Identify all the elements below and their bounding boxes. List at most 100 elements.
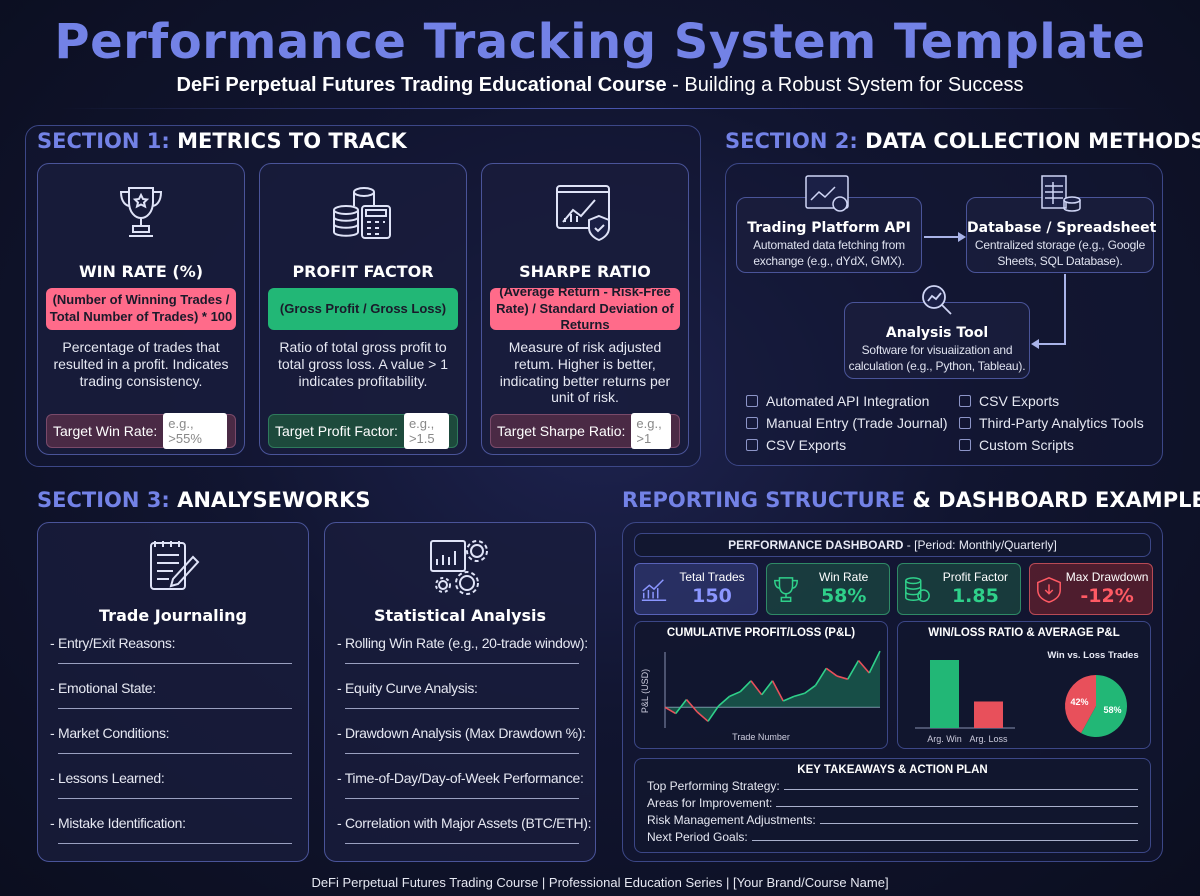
chart-icon — [641, 579, 667, 602]
bar-label: Arg. Loss — [969, 734, 1008, 744]
checklist-item[interactable]: CSV Exports — [746, 437, 846, 453]
field-label: - Equity Curve Analysis: — [337, 680, 478, 696]
flow-arrows — [805, 175, 1081, 349]
fill-line[interactable] — [345, 843, 579, 844]
fill-line[interactable] — [345, 708, 579, 709]
checklist-label: Automated API Integration — [766, 393, 930, 409]
field-label: - Entry/Exit Reasons: — [50, 635, 176, 651]
pie-slice-0 — [1081, 675, 1127, 737]
checkbox-icon[interactable] — [959, 439, 971, 451]
trophy-icon — [116, 182, 166, 247]
fill-line[interactable] — [776, 806, 1138, 807]
takeaway-label: Areas for Improvement: — [647, 796, 773, 810]
target-field: Target Profit Factor: e.g., >1.5 — [268, 413, 458, 449]
pnl-segment — [782, 695, 795, 702]
section1-heading: SECTION 1: METRICS TO TRACK — [37, 129, 407, 153]
checklist-item[interactable]: Manual Entry (Trade Journal) — [746, 415, 948, 431]
fill-line[interactable] — [58, 663, 292, 664]
shield-icon — [1037, 577, 1062, 603]
analysis-card-0: Trade Journaling- Entry/Exit Reasons:- E… — [37, 522, 309, 862]
journal-field[interactable]: - Emotional State: — [50, 680, 298, 709]
section2-heading: SECTION 2: DATA COLLECTION METHODS — [725, 129, 1200, 153]
field-label: - Drawdown Analysis (Max Drawdown %): — [337, 725, 586, 741]
pie-title: Win vs. Loss Trades — [1047, 650, 1139, 661]
pie-slice-1 — [1065, 675, 1096, 734]
target-input[interactable]: e.g., >1 — [631, 413, 671, 449]
pnl-segment — [814, 667, 827, 686]
checkbox-icon[interactable] — [746, 395, 758, 407]
checklist-item[interactable]: Automated API Integration — [746, 393, 929, 409]
pnl-segment — [685, 698, 698, 713]
metric-description: Measure of risk adjusted retum. Higher i… — [499, 339, 671, 406]
pnl-segment — [857, 659, 870, 674]
takeaway-field[interactable]: Risk Management Adjustments: — [647, 813, 1138, 827]
fill-line[interactable] — [819, 823, 1138, 824]
pnl-x-label: Trade Number — [732, 732, 790, 742]
takeaways-title: KEY TAKEAWAYS & ACTION PLAN — [797, 764, 988, 776]
trophy-icon — [773, 577, 798, 602]
fill-line[interactable] — [783, 789, 1138, 790]
field-label: - Emotional State: — [50, 680, 156, 696]
analysis-card-1: Statistical Analysis- Rolling Win Rate (… — [324, 522, 596, 862]
checklist-label: Custom Scripts — [979, 437, 1074, 453]
reporting-box: PERFORMANCE DASHBOARD - [Period: Monthly… — [622, 522, 1163, 862]
pnl-segment — [729, 690, 741, 698]
pnl-segment — [750, 680, 763, 696]
journal-field[interactable]: - Market Conditions: — [50, 725, 298, 754]
checkbox-icon[interactable] — [959, 417, 971, 429]
target-input[interactable]: e.g., >1.5 — [403, 413, 449, 449]
journal-field[interactable]: - Time-of-Day/Day-of-Week Performance: — [337, 770, 585, 799]
bar-1 — [974, 701, 1003, 728]
pnl-segment — [664, 706, 677, 715]
fill-line[interactable] — [345, 798, 579, 799]
target-label: Target Sharpe Ratio: — [497, 423, 626, 439]
fill-line[interactable] — [58, 708, 292, 709]
checklist-item[interactable]: Third-Party Analytics Tools — [959, 415, 1144, 431]
takeaway-label: Risk Management Adjustments: — [647, 813, 816, 827]
checkbox-icon[interactable] — [959, 395, 971, 407]
metric-title: SHARPE RATIO — [519, 262, 651, 281]
checklist-item[interactable]: Custom Scripts — [959, 437, 1074, 453]
metric-formula: (Number of Winning Trades / Total Number… — [46, 288, 236, 330]
fill-line[interactable] — [58, 753, 292, 754]
journal-field[interactable]: - Entry/Exit Reasons: — [50, 635, 298, 664]
fill-line[interactable] — [58, 798, 292, 799]
takeaway-field[interactable]: Areas for Improvement: — [647, 796, 1138, 810]
target-input[interactable]: e.g., >55% — [163, 413, 227, 449]
metric-card-0: WIN RATE (%) (Number of Winning Trades /… — [37, 163, 245, 455]
checklist-item[interactable]: CSV Exports — [959, 393, 1059, 409]
dashboard-header: PERFORMANCE DASHBOARD - [Period: Monthly… — [634, 533, 1151, 557]
pnl-chart-panel: CUMULATIVE PROFIT/LOSS (P&L) P&L (USD) T… — [634, 621, 888, 749]
chart-shield-icon — [553, 182, 617, 247]
footer: DeFi Perpetual Futures Trading Course | … — [311, 875, 889, 890]
fill-line[interactable] — [751, 840, 1138, 841]
journal-field[interactable]: - Rolling Win Rate (e.g., 20-trade windo… — [337, 635, 588, 664]
journal-pen-icon — [143, 537, 203, 602]
checkbox-icon[interactable] — [746, 439, 758, 451]
pie-label: 58% — [1104, 705, 1122, 715]
pnl-segment — [793, 692, 805, 698]
journal-field[interactable]: - Correlation with Major Assets (BTC/ETH… — [337, 815, 592, 844]
journal-field[interactable]: - Mistake Identification: — [50, 815, 298, 844]
pnl-segment — [868, 650, 881, 674]
kpi-label: Max Drawdown — [1065, 570, 1149, 584]
journal-field[interactable]: - Drawdown Analysis (Max Drawdown %): — [337, 725, 586, 754]
takeaway-field[interactable]: Next Period Goals: — [647, 830, 1138, 844]
bar-0 — [930, 660, 959, 728]
field-label: - Time-of-Day/Day-of-Week Performance: — [337, 770, 584, 786]
fill-line[interactable] — [58, 843, 292, 844]
page-title: Performance Tracking System Template — [54, 14, 1146, 70]
checkbox-icon[interactable] — [746, 417, 758, 429]
pnl-segment — [675, 698, 688, 715]
journal-field[interactable]: - Equity Curve Analysis: — [337, 680, 585, 709]
kpi-card: Max Drawdown-12% — [1029, 563, 1154, 615]
journal-field[interactable]: - Lessons Learned: — [50, 770, 298, 799]
dashboard-period: - [Period: Monthly/Quarterly] — [903, 538, 1057, 552]
takeaway-field[interactable]: Top Performing Strategy: — [647, 779, 1138, 793]
target-label: Target Profit Factor: — [275, 423, 398, 439]
fill-line[interactable] — [345, 663, 579, 664]
fill-line[interactable] — [345, 753, 579, 754]
